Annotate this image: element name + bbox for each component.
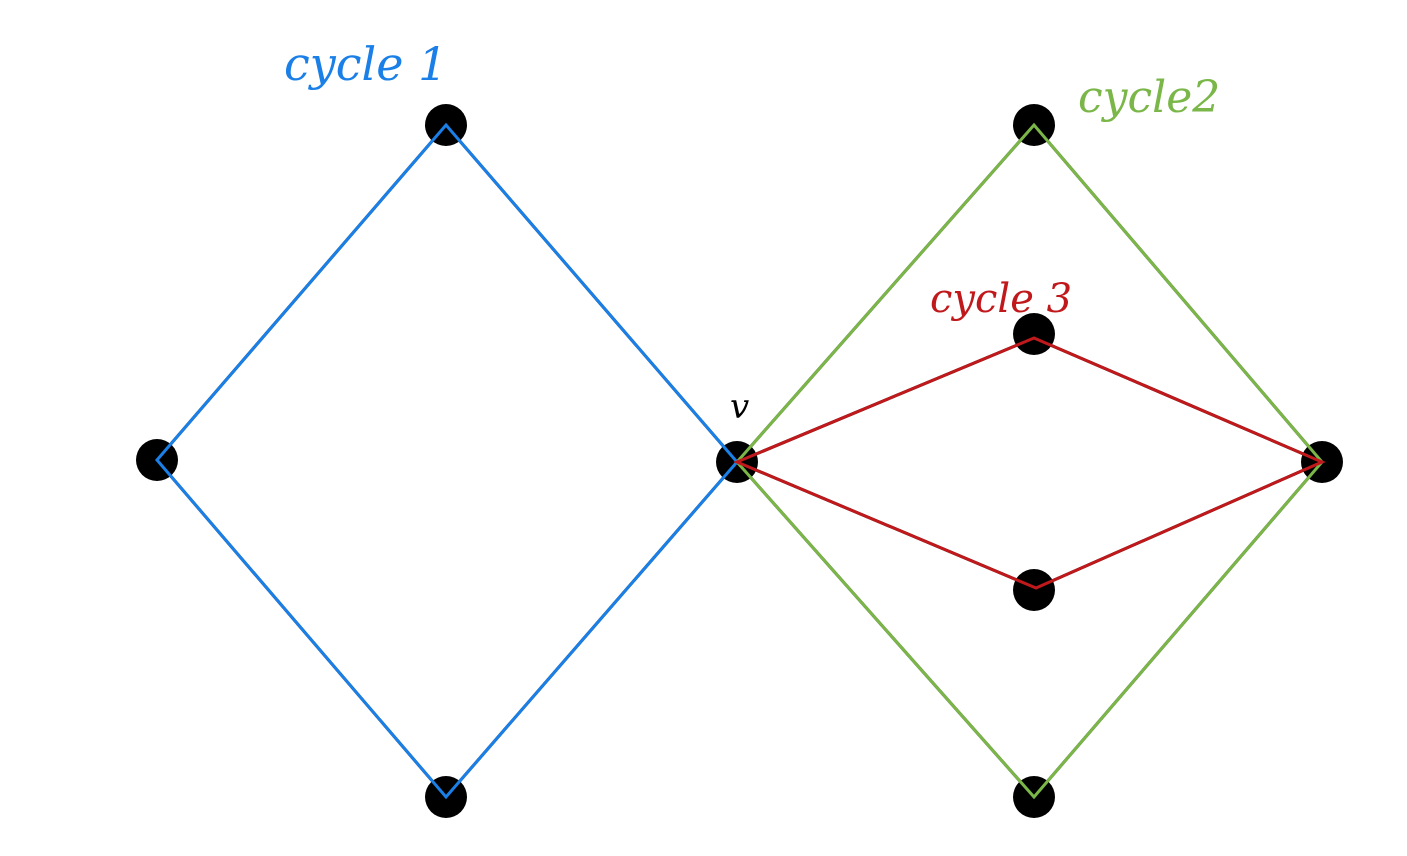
cycle3-path [733,336,1326,590]
cycle1-label: cycle 1 [284,37,447,91]
cycle2-label: cycle2 [1078,72,1220,123]
right-diamond-edges [734,122,1324,800]
vertex-inner-bottom [1013,569,1055,611]
vertex-v-label: v [730,387,749,427]
vertex-inner-top [1013,313,1055,355]
left-diamond-edges [155,122,739,800]
cycle1-path [155,122,739,800]
cycle2-path [734,122,1324,800]
inner-diamond-edges [733,336,1326,590]
cycle3-label: cycle 3 [930,276,1072,322]
